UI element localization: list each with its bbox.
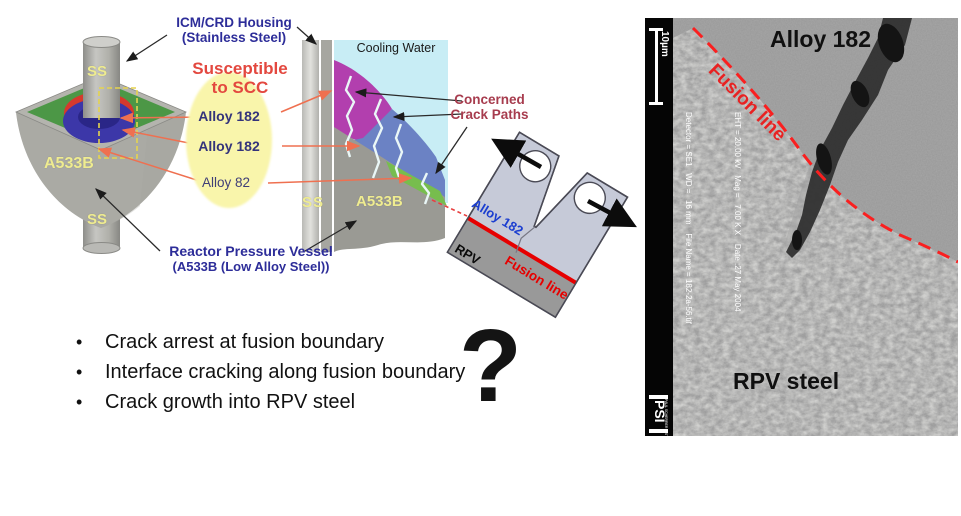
bullet-text-1: Crack arrest at fusion boundary xyxy=(105,331,385,353)
bullet-text-3: Crack growth into RPV steel xyxy=(105,391,356,413)
housing-label-line1: ICM/CRD Housing xyxy=(176,15,292,30)
bullet-item: Interface cracking along fusion boundary xyxy=(72,359,502,389)
alloy182-label-top: Alloy 182 xyxy=(198,108,260,124)
sem-image-graphics xyxy=(673,18,958,436)
black-annotation-arrows xyxy=(95,26,468,252)
rpv-label-line1: Reactor Pressure Vessel xyxy=(169,243,333,259)
loading-arrows xyxy=(491,138,637,228)
scale-bar-cap-bottom xyxy=(649,102,663,105)
sem-fusion-line-dashed xyxy=(691,26,958,264)
bullet-item: Crack arrest at fusion boundary xyxy=(72,329,502,359)
ct-specimen xyxy=(446,131,629,319)
ss-label-cross-section: SS xyxy=(302,194,325,211)
psi-logo-caption: PAUL SCHERRER INSTITUT xyxy=(664,399,668,446)
sem-meta-line2: Detector = SE1 WD = 16 mm File Name = 18… xyxy=(684,112,693,324)
crack-paths xyxy=(344,75,431,205)
sem-rpv-steel-label: RPV steel xyxy=(733,368,840,394)
sem-sidebar: 10µm EHT = 20.00 kV Mag = 7.00 K X Date … xyxy=(645,18,742,445)
alloy182-label-mid: Alloy 182 xyxy=(198,138,260,154)
sem-metadata: EHT = 20.00 kV Mag = 7.00 K X Date :27 M… xyxy=(646,112,780,402)
a533b-label-3d: A533B xyxy=(44,155,94,172)
schematic-graphics xyxy=(14,26,637,319)
susceptible-label: Susceptible to SCC xyxy=(166,59,314,97)
susceptible-line1: Susceptible xyxy=(192,59,288,78)
alloy82-label: Alloy 82 xyxy=(201,175,251,190)
scale-bar xyxy=(654,28,658,105)
question-mark: ? xyxy=(459,308,522,423)
cooling-water-label: Cooling Water xyxy=(356,41,436,55)
psi-logo-bar-bottom xyxy=(649,429,668,433)
concerned-crack-paths-label: Concerned Crack Paths xyxy=(437,92,542,122)
concerned-line1: Concerned xyxy=(454,92,525,107)
sem-meta-line1: EHT = 20.00 kV Mag = 7.00 K X Date :27 M… xyxy=(733,112,742,312)
susceptible-highlight-ellipse xyxy=(186,72,272,208)
psi-logo-bar-top xyxy=(649,395,668,399)
crack-dark-spots xyxy=(792,23,905,250)
section-outline-dashed xyxy=(98,87,138,159)
housing-label: ICM/CRD Housing (Stainless Steel) xyxy=(148,15,320,45)
crack xyxy=(786,18,912,258)
bullet-item: Crack growth into RPV steel xyxy=(72,389,502,419)
susceptible-line2: to SCC xyxy=(211,78,269,97)
ss-bottom-label: SS xyxy=(87,211,108,228)
psi-logo: PSI xyxy=(652,400,668,423)
sem-image: Alloy 182 Fusion line RPV steel xyxy=(673,18,958,436)
housing-label-line2: (Stainless Steel) xyxy=(181,30,287,45)
ss-top-label: SS xyxy=(87,63,108,80)
a533b-label-cross-section: A533B xyxy=(356,193,403,210)
sem-alloy182-title: Alloy 182 xyxy=(770,26,871,52)
bullet-list: Crack arrest at fusion boundary Interfac… xyxy=(72,329,502,419)
bullet-text-2: Interface cracking along fusion boundary xyxy=(105,361,466,383)
concerned-line2: Crack Paths xyxy=(450,107,529,122)
vessel-3d-diagram xyxy=(14,36,188,254)
sem-micrograph-panel: Alloy 182 Fusion line RPV steel 10µm EHT… xyxy=(645,18,958,445)
rpv-label-line2: (A533B (Low Alloy Steel)) xyxy=(172,259,330,274)
rpv-label: Reactor Pressure Vessel (A533B (Low Allo… xyxy=(158,243,344,275)
scale-label: 10µm xyxy=(659,31,670,57)
